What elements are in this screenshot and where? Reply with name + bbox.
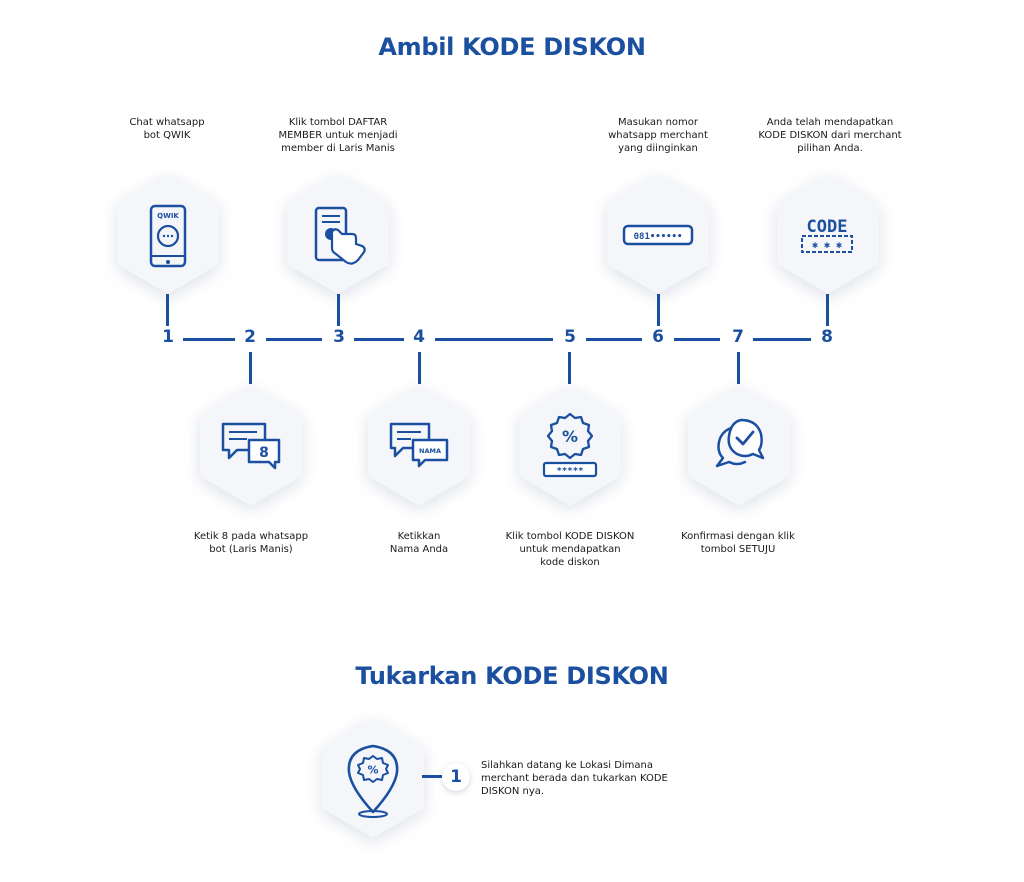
step-4-card: NAMA bbox=[367, 384, 471, 508]
step-6-card: 081•••••• bbox=[606, 172, 710, 296]
code-icon: CODE ✱ ✱ ✱ bbox=[801, 217, 853, 253]
step-1-description: Chat whatsapp bot QWIK bbox=[129, 117, 205, 141]
timeline-segment bbox=[354, 338, 404, 341]
redeem-step-card: % bbox=[321, 716, 425, 840]
step-5-card: % ***** bbox=[518, 384, 622, 508]
step-3-number: 3 bbox=[333, 327, 345, 347]
svg-text:*****: ***** bbox=[556, 467, 583, 477]
svg-text:QWIK: QWIK bbox=[157, 212, 179, 220]
location-discount-icon: % bbox=[347, 744, 399, 818]
svg-text:%: % bbox=[562, 427, 578, 446]
svg-text:8: 8 bbox=[259, 445, 269, 461]
step-4-number: 4 bbox=[413, 327, 425, 347]
step-1-number: 1 bbox=[162, 327, 174, 347]
svg-text:✱ ✱ ✱: ✱ ✱ ✱ bbox=[812, 240, 842, 251]
timeline-segment bbox=[183, 338, 235, 341]
connector-6 bbox=[657, 294, 660, 326]
step-1-card: QWIK bbox=[116, 172, 220, 296]
phone-chat-icon: QWIK bbox=[149, 204, 187, 268]
redeem-step-number-badge: 1 bbox=[442, 763, 470, 791]
tap-screen-icon bbox=[314, 206, 366, 265]
chat-number-icon: 8 bbox=[221, 422, 281, 470]
discount-badge-icon: % ***** bbox=[542, 412, 598, 478]
connector-8 bbox=[826, 294, 829, 326]
redeem-connector bbox=[422, 775, 442, 778]
timeline-segment bbox=[753, 338, 811, 341]
step-7-description: Konfirmasi dengan klik tombol SETUJU bbox=[681, 531, 795, 555]
connector-7 bbox=[737, 352, 740, 384]
chat-check-icon bbox=[715, 418, 765, 468]
timeline-segment bbox=[586, 338, 642, 341]
step-2-number: 2 bbox=[244, 327, 256, 347]
connector-5 bbox=[568, 352, 571, 384]
step-8-card: CODE ✱ ✱ ✱ bbox=[776, 172, 880, 296]
timeline-segment bbox=[435, 338, 553, 341]
connector-3 bbox=[337, 294, 340, 326]
step-7-card bbox=[687, 384, 791, 508]
connector-1 bbox=[166, 294, 169, 326]
step-8-number: 8 bbox=[821, 327, 833, 347]
step-5-number: 5 bbox=[564, 327, 576, 347]
step-7-number: 7 bbox=[732, 327, 744, 347]
section-title-tukarkan: Tukarkan KODE DISKON bbox=[355, 662, 669, 690]
step-2-card: 8 bbox=[199, 384, 303, 508]
step-3-description: Klik tombol DAFTAR MEMBER untuk menjadi … bbox=[278, 117, 398, 154]
svg-text:%: % bbox=[367, 764, 378, 777]
step-6-number: 6 bbox=[652, 327, 664, 347]
redeem-step-number: 1 bbox=[450, 767, 462, 787]
svg-text:NAMA: NAMA bbox=[419, 447, 441, 455]
svg-text:CODE: CODE bbox=[807, 217, 848, 237]
timeline-segment bbox=[674, 338, 720, 341]
step-6-description: Masukan nomor whatsapp merchant yang dii… bbox=[608, 117, 708, 154]
step-5-description: Klik tombol KODE DISKON untuk mendapatka… bbox=[505, 531, 635, 568]
section-title-ambil: Ambil KODE DISKON bbox=[378, 33, 646, 61]
timeline-segment bbox=[266, 338, 322, 341]
phone-number-icon: 081•••••• bbox=[622, 224, 694, 246]
connector-4 bbox=[418, 352, 421, 384]
svg-text:081••••••: 081•••••• bbox=[634, 232, 683, 242]
step-8-description: Anda telah mendapatkan KODE DISKON dari … bbox=[758, 117, 902, 154]
redeem-step-description: Silahkan datang ke Lokasi Dimana merchan… bbox=[481, 760, 668, 797]
step-3-card bbox=[286, 172, 390, 296]
chat-name-icon: NAMA bbox=[389, 422, 449, 468]
step-4-description: Ketikkan Nama Anda bbox=[389, 531, 449, 555]
step-2-description: Ketik 8 pada whatsapp bot (Laris Manis) bbox=[193, 531, 309, 555]
connector-2 bbox=[249, 352, 252, 384]
